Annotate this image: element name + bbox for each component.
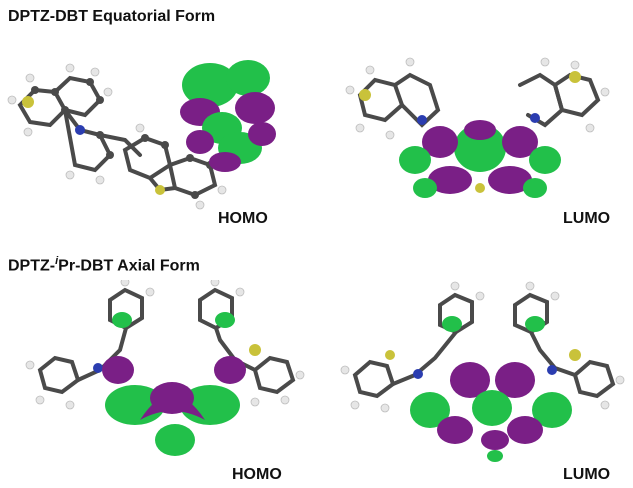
equatorial-homo-label: HOMO [218,210,268,227]
section-title-equatorial-text: DPTZ-DBT Equatorial Form [8,8,216,25]
equatorial-homo-molecule [7,60,276,210]
axial-lumo-panel [330,280,630,470]
equatorial-lumo-label: LUMO [563,210,611,227]
axial-homo-molecule [25,280,305,456]
equatorial-homo-panel [0,30,310,230]
section-title-axial-sup: i [55,255,59,267]
axial-homo-label: HOMO [232,466,282,483]
section-title-axial: DPTZ-iPr-DBT Axial Form [8,255,200,275]
section-title-equatorial: DPTZ-DBT Equatorial Form [8,8,215,26]
section-title-axial-post: Pr-DBT Axial Form [58,257,200,275]
axial-homo-panel [0,280,310,470]
equatorial-lumo-molecule [345,57,610,198]
equatorial-lumo-panel [330,30,630,230]
section-title-axial-pre: DPTZ- [8,257,56,275]
axial-lumo-molecule [340,281,625,462]
axial-lumo-label: LUMO [563,466,611,483]
